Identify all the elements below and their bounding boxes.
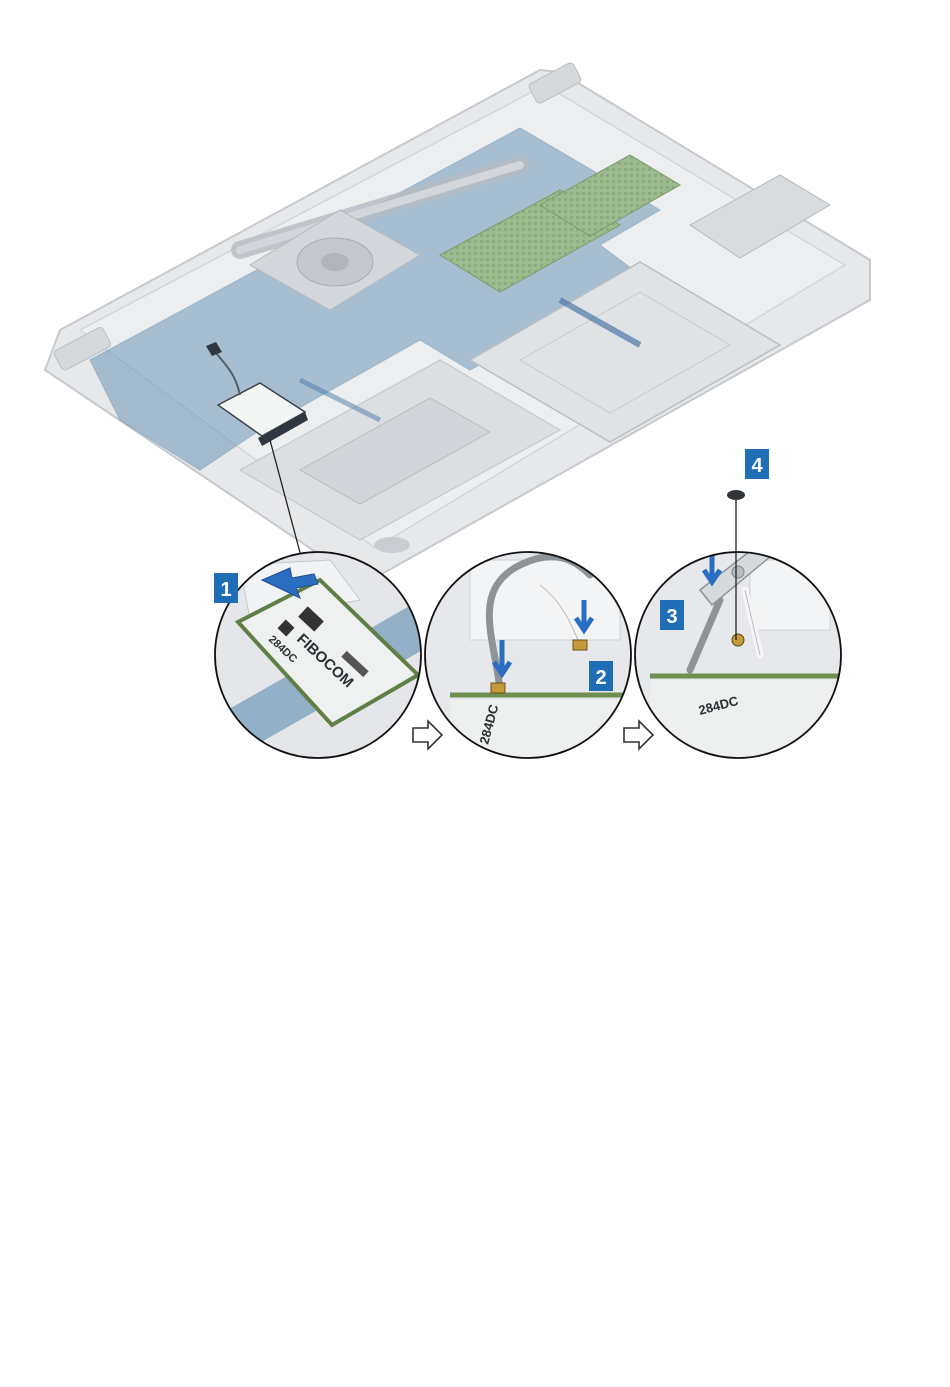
hollow-right-arrow-icon [624, 721, 653, 749]
step-callout-3: 3 [660, 600, 684, 630]
step-number-2: 2 [595, 667, 606, 689]
hollow-right-arrow-icon [413, 721, 442, 749]
step-number-3: 3 [666, 606, 677, 628]
step-callout-2: 2 [589, 661, 613, 691]
laptop-base [45, 62, 870, 575]
step-callout-4: 4 [745, 449, 769, 479]
screw-hole [732, 634, 744, 646]
step-number-1: 1 [220, 579, 231, 601]
step-number-4: 4 [751, 455, 763, 477]
step-callout-1: 1 [214, 573, 238, 603]
detail-circle-step-2: 284DC [420, 545, 640, 765]
speaker [374, 537, 410, 553]
